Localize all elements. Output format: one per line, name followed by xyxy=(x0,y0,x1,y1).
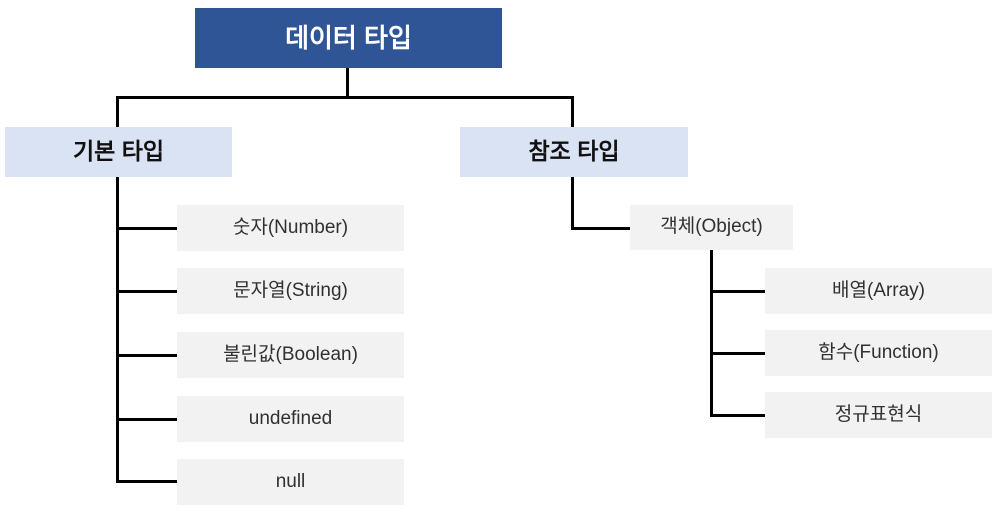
node-array: 배열(Array) xyxy=(765,268,992,314)
node-regexp: 정규표현식 xyxy=(765,392,992,438)
node-undefined: undefined xyxy=(177,396,404,442)
node-number: 숫자(Number) xyxy=(177,205,404,251)
connector-branch-array xyxy=(710,290,767,293)
connector-branch-string xyxy=(116,290,177,293)
node-string: 문자열(String) xyxy=(177,268,404,314)
connector-right-drop xyxy=(571,96,574,127)
node-null: null xyxy=(177,459,404,505)
node-reference-type: 참조 타입 xyxy=(460,127,688,177)
connector-branch-function xyxy=(710,352,767,355)
connector-branch-number xyxy=(116,227,177,230)
connector-left-trunk xyxy=(116,177,119,483)
connector-branch-object xyxy=(571,227,630,230)
node-primitive-type: 기본 타입 xyxy=(5,127,232,177)
connector-branch-boolean xyxy=(116,354,177,357)
connector-right-trunk-upper xyxy=(571,177,574,230)
node-function: 함수(Function) xyxy=(765,330,992,376)
connector-top-horizontal xyxy=(116,96,574,99)
connector-root-stem xyxy=(346,68,349,97)
node-boolean: 불린값(Boolean) xyxy=(177,332,404,378)
connector-branch-null xyxy=(116,480,177,483)
connector-branch-undefined xyxy=(116,418,177,421)
connector-left-drop xyxy=(116,96,119,127)
node-object: 객체(Object) xyxy=(630,205,793,250)
node-data-type: 데이터 타입 xyxy=(195,8,502,68)
connector-object-trunk xyxy=(710,250,713,417)
connector-branch-regexp xyxy=(710,414,767,417)
